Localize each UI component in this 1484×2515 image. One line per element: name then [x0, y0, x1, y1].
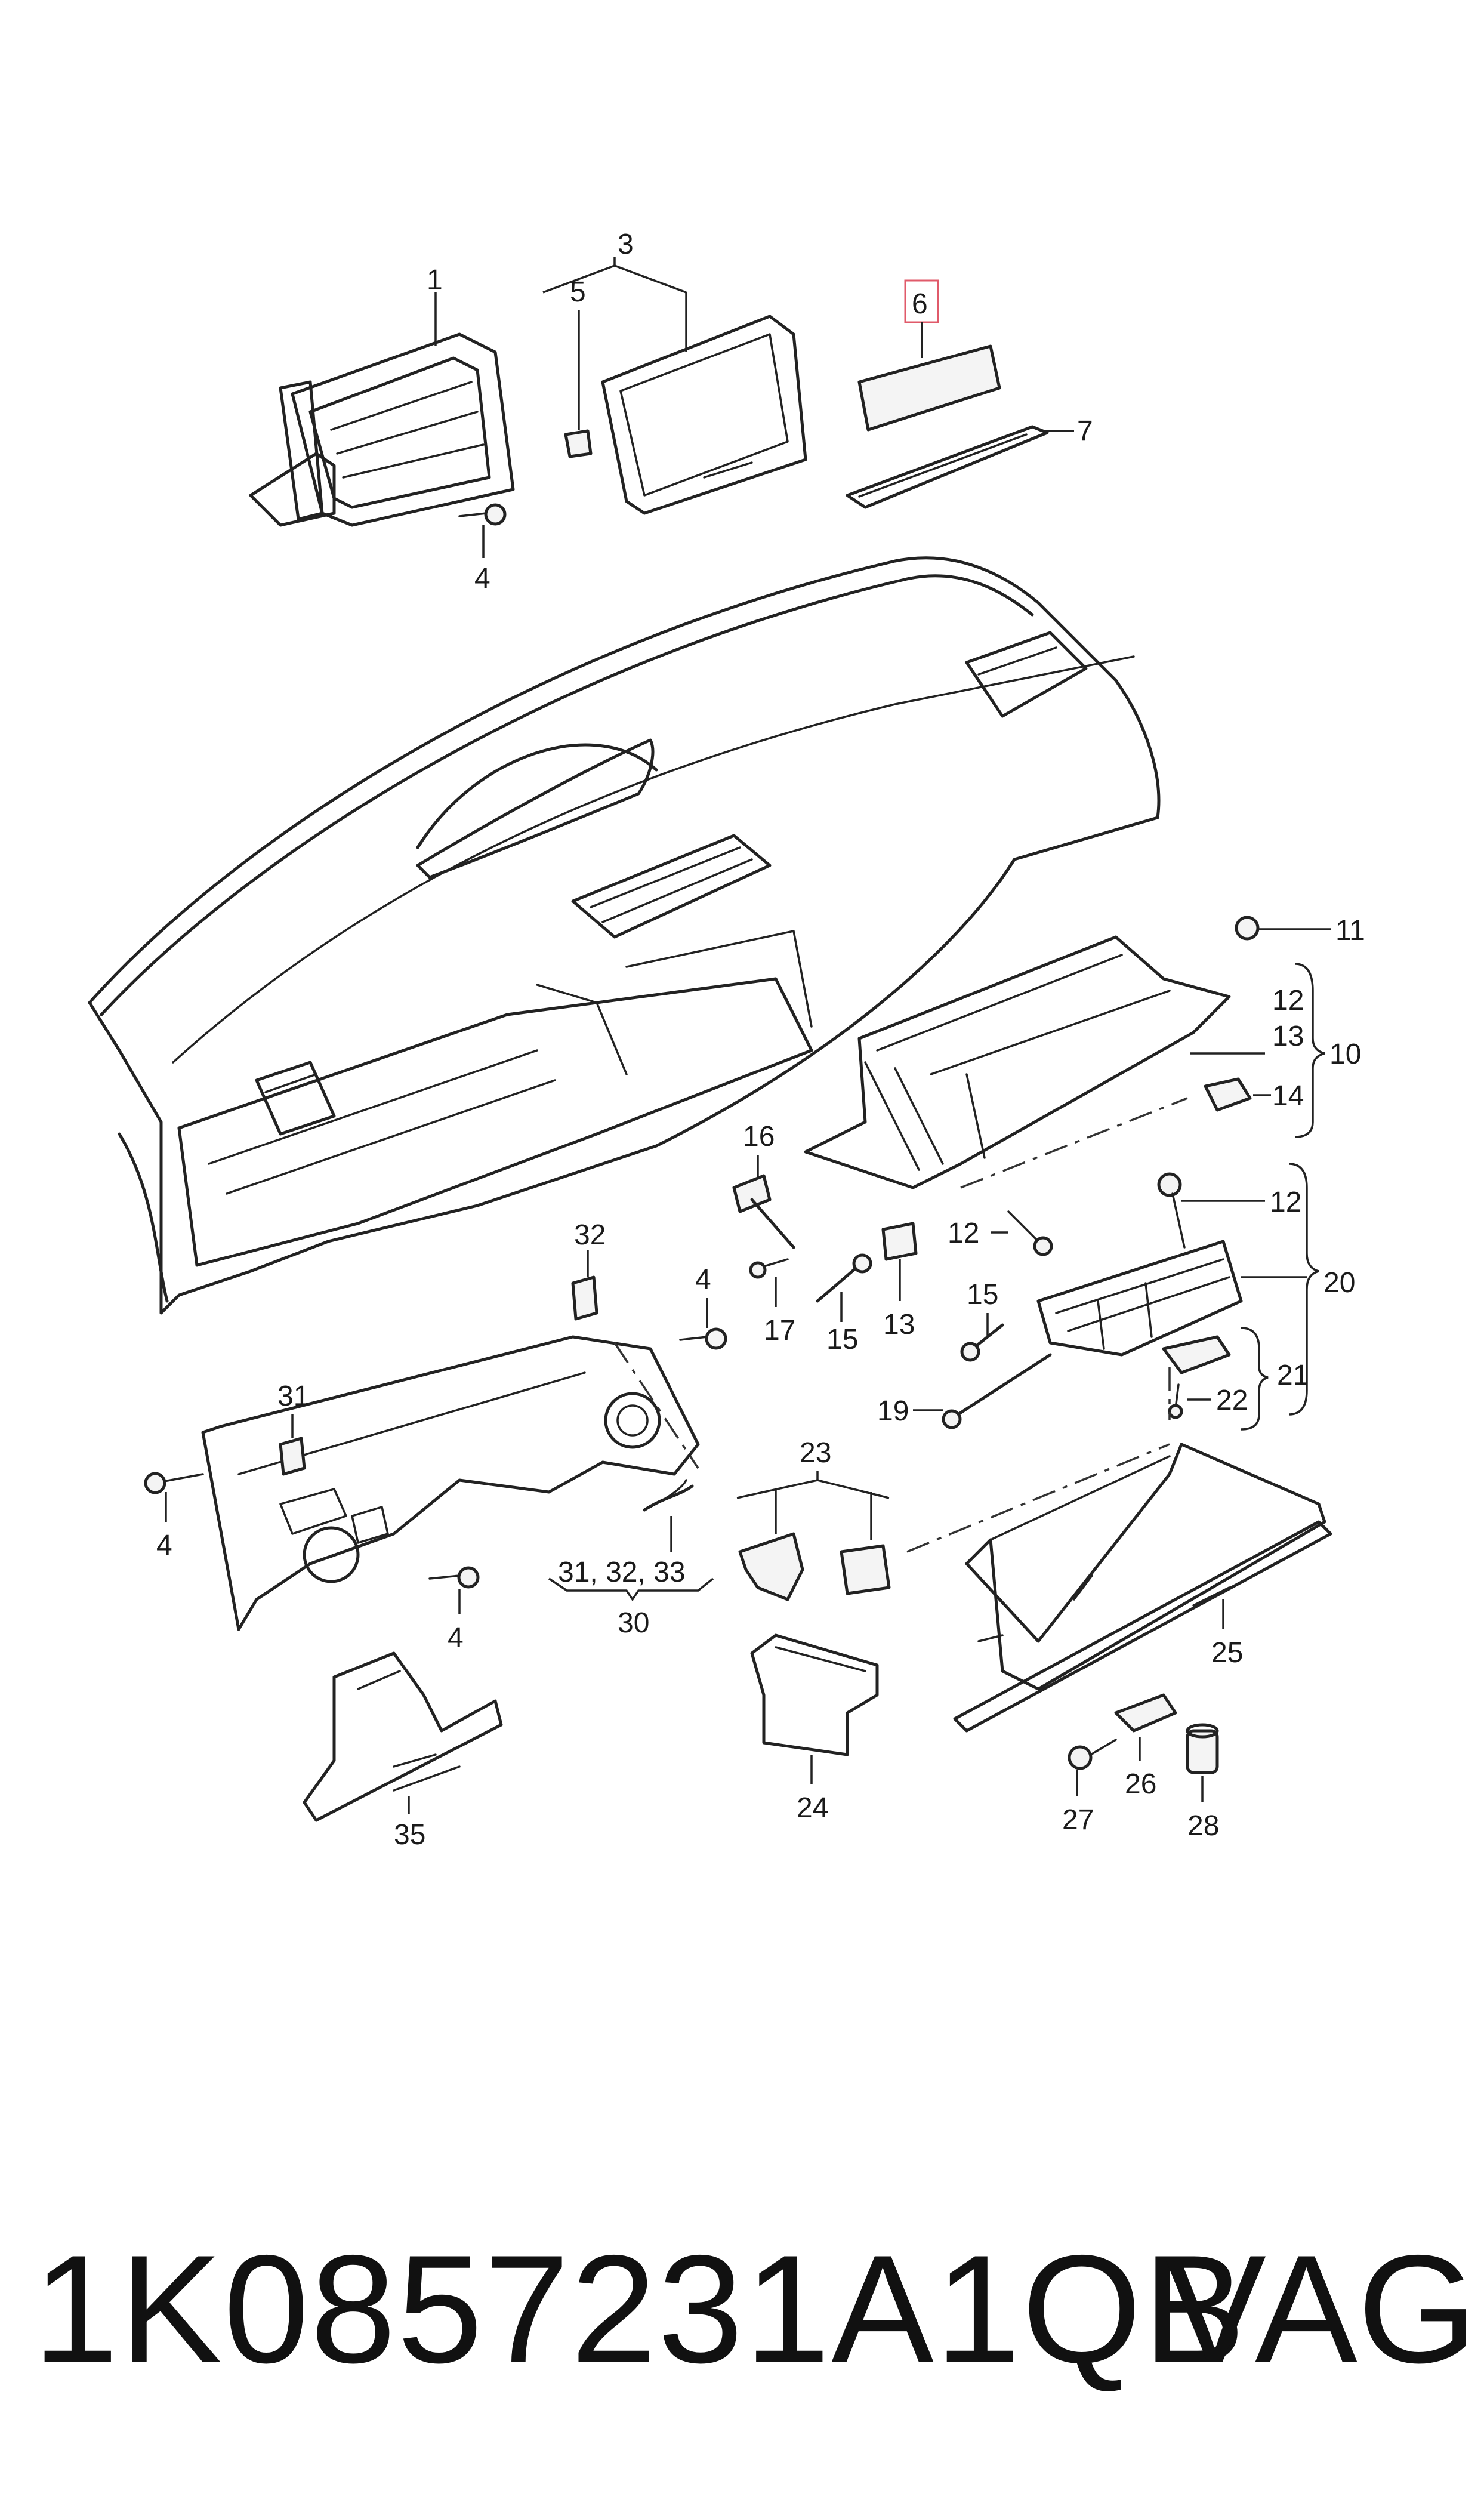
part-17-pin	[749, 1258, 789, 1279]
part-33-strip	[643, 1484, 694, 1512]
callout-11: 11	[1335, 915, 1365, 947]
callout-15b: 15	[967, 1279, 998, 1311]
part-14-latch	[1204, 1077, 1252, 1112]
callout-31-32-33: 31, 32, 33	[558, 1557, 686, 1588]
callout-5: 5	[570, 276, 586, 308]
part-19-cable	[942, 1353, 1052, 1429]
callout-25: 25	[1211, 1637, 1243, 1669]
part-15b-bolt	[960, 1323, 1004, 1362]
callout-30: 30	[618, 1607, 649, 1639]
callout-16: 16	[743, 1121, 775, 1152]
part-22-screw	[1168, 1383, 1183, 1419]
screw-4b	[679, 1327, 727, 1350]
part-1-console-frame	[249, 332, 515, 527]
part-15a-bolt	[816, 1253, 872, 1303]
screw-12c	[1157, 1172, 1186, 1249]
part-10-glovebox-housing	[804, 935, 1231, 1189]
callout-28: 28	[1187, 1810, 1219, 1842]
callout-3: 3	[618, 229, 634, 260]
part-20-drawer	[1036, 1240, 1243, 1357]
part-13b-bracket	[881, 1222, 918, 1261]
callout-13b: 13	[883, 1309, 915, 1340]
part-5-clip	[564, 429, 593, 458]
part-7-frame	[846, 425, 1049, 509]
part-31-clip	[279, 1437, 306, 1476]
part-11-clip	[1235, 916, 1260, 941]
callout-17: 17	[764, 1315, 795, 1346]
part-24-box	[750, 1633, 879, 1756]
part-23b-plate	[840, 1544, 891, 1595]
callout-24: 24	[797, 1792, 828, 1824]
brand-label: VAG	[1164, 2223, 1477, 2395]
callout-15a: 15	[826, 1324, 858, 1355]
screw-4a	[458, 503, 507, 526]
callout-1: 1	[427, 264, 443, 296]
callout-32: 32	[574, 1219, 606, 1251]
part-26-lock	[1114, 1693, 1177, 1733]
callout-19: 19	[877, 1395, 909, 1427]
part-16-strap	[732, 1174, 795, 1249]
callout-23: 23	[800, 1437, 831, 1469]
callout-12c: 12	[1270, 1186, 1301, 1218]
part-35-lower-tray	[303, 1651, 503, 1822]
callout-13a: 13	[1272, 1021, 1304, 1052]
part-6-panel	[857, 344, 1001, 432]
screw-4d	[428, 1566, 480, 1589]
dashboard-main	[88, 556, 1161, 1315]
callout-12a: 12	[1272, 985, 1304, 1016]
callout-26: 26	[1125, 1768, 1156, 1800]
callout-4d: 4	[448, 1622, 464, 1654]
callout-12b: 12	[948, 1218, 979, 1249]
callout-6: 6	[912, 288, 928, 320]
part-27-screw	[1068, 1739, 1117, 1770]
part-21-latch	[1162, 1335, 1231, 1374]
part-32-clip	[571, 1275, 598, 1321]
callout-31: 31	[277, 1380, 309, 1412]
part-28-cylinder	[1186, 1723, 1219, 1774]
screw-4c	[144, 1472, 204, 1494]
footer: 1K0857231A1QB VAG	[0, 2208, 1484, 2399]
part-23a-bracket	[738, 1532, 804, 1601]
callout-35: 35	[394, 1819, 425, 1851]
part-3-display-frame	[601, 315, 807, 515]
part-25-glovebox	[953, 1443, 1332, 1733]
callout-7: 7	[1077, 415, 1093, 447]
callout-4b: 4	[695, 1264, 711, 1296]
screw-12b	[1007, 1210, 1053, 1256]
callout-4c: 4	[156, 1530, 172, 1561]
callout-21: 21	[1277, 1360, 1309, 1391]
callout-22: 22	[1216, 1385, 1248, 1416]
callout-4a: 4	[474, 563, 490, 594]
callout-10: 10	[1329, 1038, 1361, 1070]
callout-14: 14	[1272, 1080, 1304, 1112]
part-number-label: 1K0857231A1QB	[33, 2223, 1247, 2395]
callout-20: 20	[1323, 1267, 1355, 1299]
callout-27: 27	[1062, 1804, 1094, 1836]
